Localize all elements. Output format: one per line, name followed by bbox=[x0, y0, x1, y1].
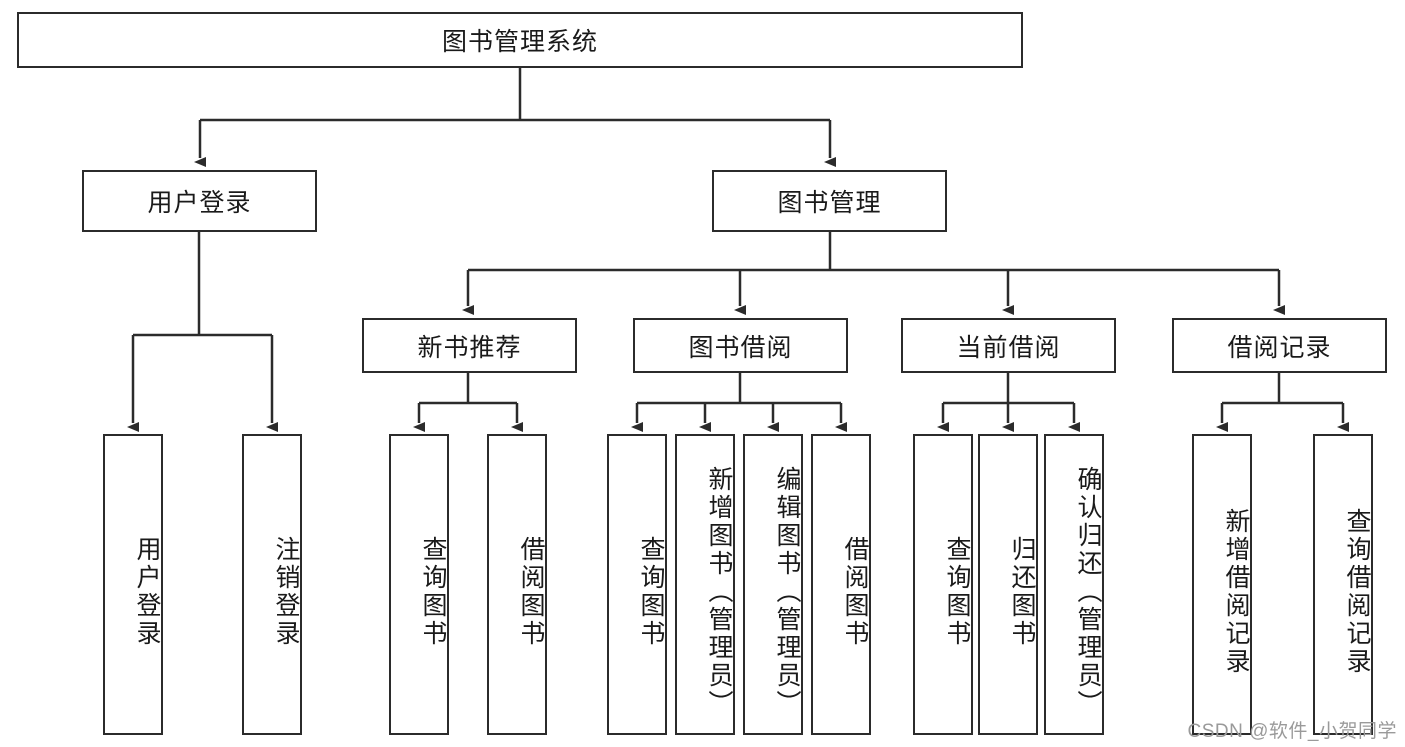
node-root[interactable]: 图书管理系统 bbox=[17, 12, 1023, 68]
node-leaf-borrow-book-1-label: 借阅图书 bbox=[517, 535, 545, 648]
node-leaf-add-record[interactable]: 新增借阅记录 bbox=[1192, 434, 1252, 735]
node-leaf-user-login[interactable]: 用户登录 bbox=[103, 434, 163, 735]
node-leaf-query-record-label: 查询借阅记录 bbox=[1343, 507, 1371, 676]
watermark: CSDN @软件_小贺同学 bbox=[1187, 721, 1397, 742]
node-new-book-rec-label: 新书推荐 bbox=[417, 333, 522, 362]
node-leaf-query-book-3[interactable]: 查询图书 bbox=[913, 434, 973, 735]
node-user-login-label: 用户登录 bbox=[147, 189, 252, 217]
node-leaf-query-book-2[interactable]: 查询图书 bbox=[607, 434, 667, 735]
node-leaf-add-book[interactable]: 新增图书（管理员） bbox=[675, 434, 735, 735]
node-leaf-query-record[interactable]: 查询借阅记录 bbox=[1313, 434, 1373, 735]
node-root-label: 图书管理系统 bbox=[441, 28, 598, 56]
node-current-borrow-label: 当前借阅 bbox=[956, 333, 1061, 362]
node-leaf-user-login-label: 用户登录 bbox=[133, 535, 161, 648]
node-leaf-confirm-return[interactable]: 确认归还（管理员） bbox=[1044, 434, 1104, 735]
node-leaf-add-book-label: 新增图书（管理员） bbox=[705, 465, 733, 718]
node-book-manage-label: 图书管理 bbox=[777, 189, 882, 217]
node-borrow-record-label: 借阅记录 bbox=[1227, 333, 1332, 362]
node-leaf-logout-label: 注销登录 bbox=[272, 535, 300, 648]
node-leaf-query-book-1-label: 查询图书 bbox=[419, 535, 447, 648]
node-leaf-confirm-return-label: 确认归还（管理员） bbox=[1074, 465, 1102, 718]
node-leaf-edit-book[interactable]: 编辑图书（管理员） bbox=[743, 434, 803, 735]
node-leaf-query-book-2-label: 查询图书 bbox=[637, 535, 665, 648]
node-new-book-rec[interactable]: 新书推荐 bbox=[362, 318, 577, 373]
node-leaf-borrow-book-2[interactable]: 借阅图书 bbox=[811, 434, 871, 735]
node-leaf-borrow-book-2-label: 借阅图书 bbox=[841, 535, 869, 648]
node-borrow-record[interactable]: 借阅记录 bbox=[1172, 318, 1387, 373]
node-current-borrow[interactable]: 当前借阅 bbox=[901, 318, 1116, 373]
node-leaf-query-book-3-label: 查询图书 bbox=[943, 535, 971, 648]
node-book-borrow[interactable]: 图书借阅 bbox=[633, 318, 848, 373]
node-leaf-return-book[interactable]: 归还图书 bbox=[978, 434, 1038, 735]
node-leaf-query-book-1[interactable]: 查询图书 bbox=[389, 434, 449, 735]
node-book-manage[interactable]: 图书管理 bbox=[712, 170, 947, 232]
node-leaf-return-book-label: 归还图书 bbox=[1008, 535, 1036, 648]
node-leaf-logout[interactable]: 注销登录 bbox=[242, 434, 302, 735]
node-user-login[interactable]: 用户登录 bbox=[82, 170, 317, 232]
node-leaf-edit-book-label: 编辑图书（管理员） bbox=[773, 465, 801, 718]
node-leaf-borrow-book-1[interactable]: 借阅图书 bbox=[487, 434, 547, 735]
node-leaf-add-record-label: 新增借阅记录 bbox=[1222, 507, 1250, 676]
node-book-borrow-label: 图书借阅 bbox=[688, 333, 793, 362]
